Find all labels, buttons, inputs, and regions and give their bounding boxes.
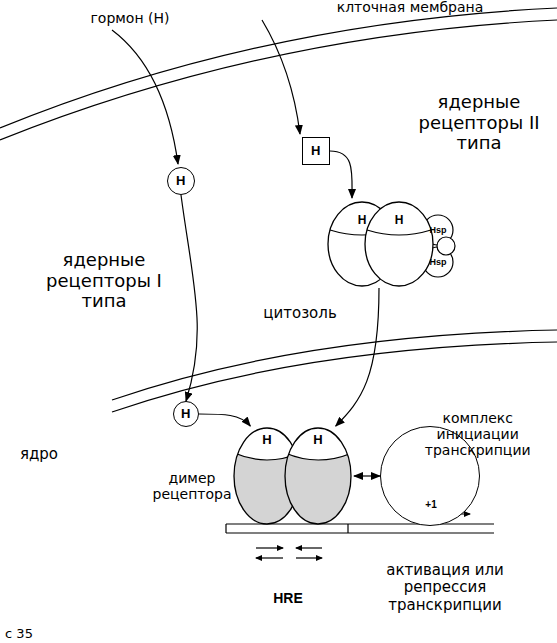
hormone-entry-arrow bbox=[112, 30, 178, 164]
connector-arrow bbox=[199, 414, 250, 426]
node-outline bbox=[232, 426, 354, 526]
node-label: H bbox=[167, 167, 195, 195]
hre-arrow bbox=[256, 557, 283, 558]
initiation-complex: комплекс инициации транскрипции bbox=[380, 426, 480, 526]
node-label: Hsp bbox=[424, 255, 452, 269]
connector-arrow bbox=[354, 475, 380, 476]
hormone-square: H bbox=[302, 137, 330, 165]
node-label: Hsp bbox=[424, 223, 452, 237]
node-caption: комплекс инициации транскрипции bbox=[424, 410, 532, 458]
receptor-dimer: HHдимер рецептора bbox=[232, 426, 354, 526]
receptor-hsp-complex: HHHspHsp bbox=[325, 198, 460, 288]
node-label: H bbox=[350, 211, 374, 229]
hormone-entry-arrow bbox=[262, 20, 300, 134]
hre-arrow bbox=[296, 557, 322, 558]
node-label: H bbox=[302, 137, 330, 165]
hre-arrow bbox=[296, 547, 322, 548]
node-caption: димер рецептора bbox=[144, 470, 240, 502]
hre-box bbox=[225, 524, 226, 533]
hre-label: HRE bbox=[260, 590, 316, 606]
hormone-label: гормон (H) bbox=[70, 10, 190, 26]
connector-arrow bbox=[330, 151, 352, 198]
hre-arrow bbox=[256, 547, 283, 548]
node-label: H bbox=[173, 401, 199, 427]
nuclear-membrane bbox=[112, 330, 557, 400]
node-label: H bbox=[255, 430, 279, 450]
transcription-label: активация или репрессия транскрипции bbox=[372, 562, 518, 614]
hormone-circle: H bbox=[167, 167, 195, 195]
node-label: H bbox=[387, 211, 411, 229]
node-outline bbox=[325, 198, 460, 288]
hre-box bbox=[347, 524, 348, 533]
node-label: H bbox=[306, 430, 330, 450]
hormone-circle: H bbox=[173, 401, 199, 427]
nuclear-membrane bbox=[112, 342, 557, 412]
dna-strand bbox=[226, 532, 494, 533]
nucleus-label: ядро bbox=[14, 446, 64, 463]
cytosol-label: цитозоль bbox=[255, 305, 345, 322]
start-site-label: +1 bbox=[420, 499, 442, 511]
membrane-label: клточная мембрана bbox=[325, 0, 495, 15]
receptor-type-label: ядерные рецепторы II типа bbox=[418, 92, 540, 154]
figure-number: с 35 bbox=[0, 627, 44, 642]
connector-arrow bbox=[336, 288, 379, 426]
connector-arrow bbox=[181, 195, 197, 401]
receptor-type-label: ядерные рецепторы I типа bbox=[43, 250, 165, 312]
